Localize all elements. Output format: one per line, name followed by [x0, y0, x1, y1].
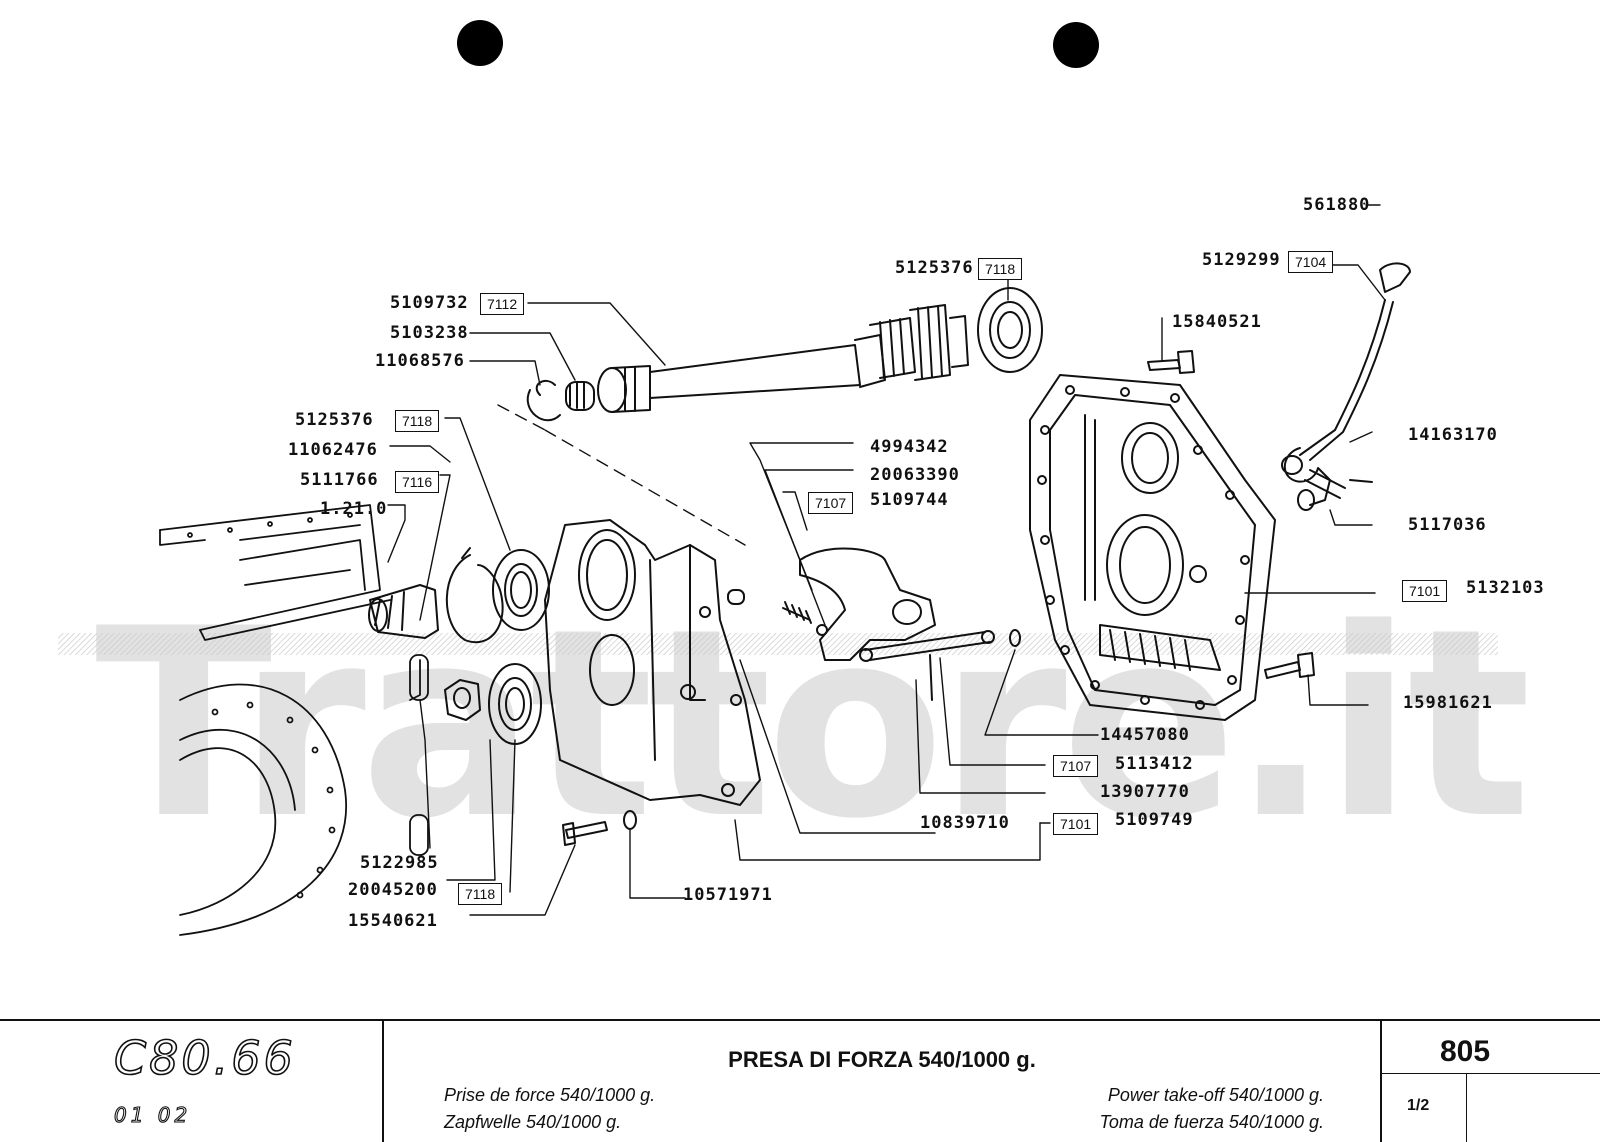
- ref-box: 7107: [808, 492, 854, 514]
- page-cell: 805 1/2: [1380, 1021, 1600, 1142]
- bearing-top: [977, 287, 1043, 373]
- page-divider: [1380, 1073, 1600, 1074]
- part-label: 15981621: [1403, 693, 1493, 713]
- shift-fork: [782, 547, 1021, 701]
- sheet-divider: [1466, 1073, 1467, 1142]
- part-label: 5129299: [1202, 250, 1281, 270]
- part-label: 15540621: [348, 911, 438, 931]
- part-label: 5125376: [295, 410, 374, 430]
- title-german: Zapfwelle 540/1000 g.: [444, 1112, 622, 1132]
- ref-box: 7118: [978, 258, 1023, 280]
- part-label: 15840521: [1172, 312, 1262, 332]
- exploded-diagram: Trattore.it: [58, 20, 1545, 936]
- part-label: 11068576: [375, 351, 465, 371]
- sheet-number: 1/2: [1407, 1097, 1430, 1114]
- part-label: 5109749: [1115, 810, 1194, 830]
- leader-lines: [387, 204, 1386, 916]
- part-label: 5113412: [1115, 754, 1194, 774]
- pto-shaft: [526, 304, 969, 422]
- part-label: 5132103: [1466, 578, 1545, 598]
- part-label: 20063390: [870, 465, 960, 485]
- ref-box: 7116: [395, 471, 440, 493]
- title-english: Power take-off 540/1000 g.: [1107, 1085, 1324, 1105]
- ref-box: 7107: [1053, 755, 1099, 777]
- title-block: C80.66 01 02 PRESA DI FORZA 540/1000 g. …: [0, 1019, 1600, 1142]
- part-label: 5103238: [390, 323, 469, 343]
- ref-box: 7118: [395, 410, 440, 432]
- punch-hole-right: [1053, 22, 1099, 68]
- title-italian: PRESA DI FORZA 540/1000 g.: [728, 1047, 1036, 1072]
- part-label: 14457080: [1100, 725, 1190, 745]
- dashed-guides: [497, 404, 746, 546]
- ref-box: 7104: [1288, 251, 1334, 273]
- title-spanish: Toma de fuerza 540/1000 g.: [1099, 1112, 1325, 1132]
- title-french: Prise de force 540/1000 g.: [444, 1085, 656, 1105]
- ref-box: 7101: [1402, 580, 1448, 602]
- ref-box: 7118: [458, 883, 503, 905]
- part-label: 11062476: [288, 440, 378, 460]
- intermediate-cover: [544, 519, 761, 806]
- part-label: 1.21.0: [320, 499, 388, 519]
- part-label: 20045200: [348, 880, 438, 900]
- punch-hole-left: [457, 20, 503, 66]
- part-label: 14163170: [1408, 425, 1498, 445]
- part-label: 10571971: [683, 885, 773, 905]
- watermark-band: [58, 633, 1498, 655]
- part-label: 5125376: [895, 258, 974, 278]
- title-cell: PRESA DI FORZA 540/1000 g. Prise de forc…: [382, 1021, 1382, 1142]
- coupling-sleeve: [368, 584, 439, 639]
- model-variants: 01 02: [113, 1102, 192, 1127]
- model-cell: C80.66 01 02: [0, 1021, 384, 1142]
- model-code: C80.66: [113, 1030, 296, 1086]
- part-label: 5117036: [1408, 515, 1487, 535]
- page-number: 805: [1440, 1035, 1491, 1068]
- part-label: 5122985: [360, 853, 439, 873]
- part-label: 5109744: [870, 490, 949, 510]
- rear-cover: [1029, 374, 1276, 721]
- part-label: 5109732: [390, 293, 469, 313]
- parts-drawing: [58, 204, 1498, 936]
- bolts: [562, 350, 1315, 846]
- part-label: 13907770: [1100, 782, 1190, 802]
- part-label: 4994342: [870, 437, 949, 457]
- rear-housing: [159, 504, 429, 936]
- part-label: 561880: [1303, 195, 1371, 215]
- ref-box: 7112: [480, 293, 525, 315]
- control-lever: [1281, 262, 1411, 511]
- part-label: 5111766: [300, 470, 379, 490]
- ref-box: 7101: [1053, 813, 1099, 835]
- part-label: 10839710: [920, 813, 1010, 833]
